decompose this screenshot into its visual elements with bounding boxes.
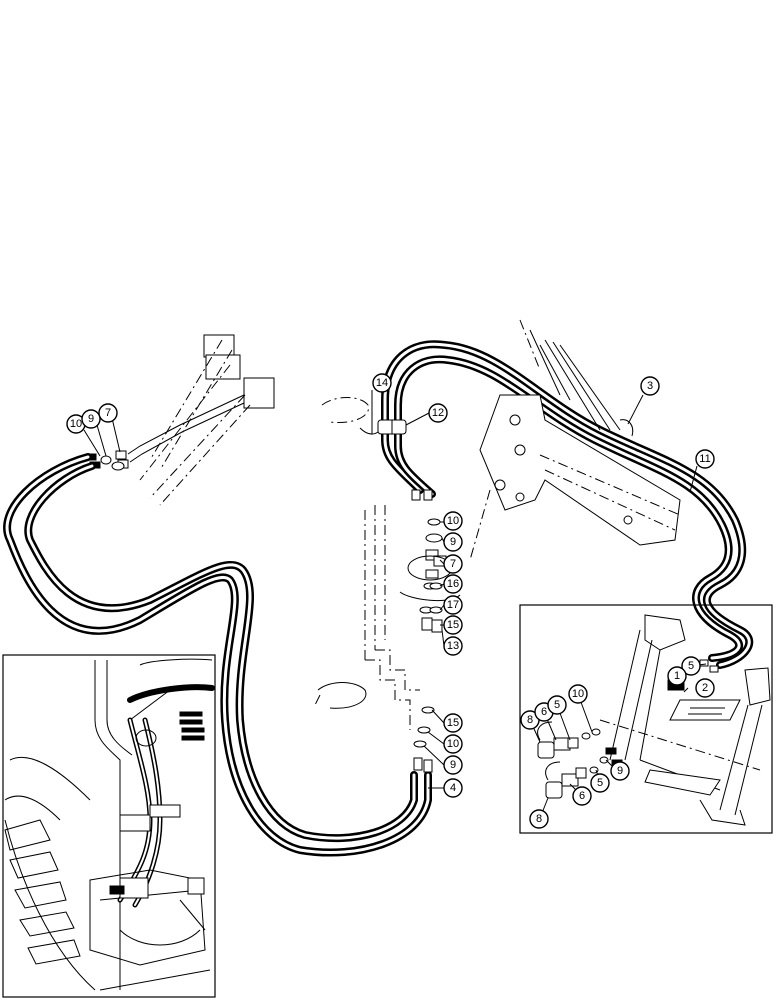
routing-reference (321, 397, 379, 435)
callout-15-lower: 15 (443, 713, 463, 733)
callout-10-left: 10 (66, 414, 86, 434)
svg-text:7: 7 (450, 558, 456, 570)
callout-9-center: 9 (443, 532, 463, 552)
svg-text:9: 9 (450, 759, 456, 771)
callout-1: 1 (667, 666, 687, 686)
svg-text:10: 10 (447, 738, 459, 750)
control-valve-assembly (127, 334, 275, 506)
svg-text:4: 4 (450, 782, 456, 794)
callout-7-left: 7 (98, 403, 118, 423)
svg-text:14: 14 (376, 377, 388, 389)
callout-10-inset: 10 (568, 684, 588, 704)
callout-14: 14 (372, 373, 392, 393)
svg-text:8: 8 (527, 714, 533, 726)
hose-11 (381, 340, 754, 669)
svg-text:5: 5 (688, 660, 694, 672)
callout-9-left: 9 (81, 409, 101, 429)
svg-text:16: 16 (447, 578, 459, 590)
callout-5-inset-top: 5 (681, 656, 701, 676)
svg-text:9: 9 (450, 536, 456, 548)
svg-text:9: 9 (88, 413, 94, 425)
svg-text:6: 6 (579, 790, 585, 802)
svg-text:11: 11 (699, 453, 710, 465)
svg-text:6: 6 (541, 706, 547, 718)
svg-text:13: 13 (447, 640, 459, 652)
callout-5-inset-lower: 5 (590, 773, 610, 793)
svg-text:17: 17 (447, 599, 459, 611)
svg-text:10: 10 (447, 515, 459, 527)
loader-arm (469, 319, 681, 561)
svg-text:10: 10 (70, 418, 82, 430)
svg-text:5: 5 (554, 699, 560, 711)
callout-8-inset-lower: 8 (529, 809, 549, 829)
callout-6-inset-lower: 6 (572, 786, 592, 806)
left-inset (2, 654, 216, 998)
callout-9-lower: 9 (443, 755, 463, 775)
callout-13: 13 (443, 636, 463, 656)
callout-9-inset: 9 (610, 761, 630, 781)
svg-text:12: 12 (432, 407, 444, 419)
svg-text:7: 7 (105, 407, 111, 419)
hose-clamp (377, 419, 407, 435)
callout-10-lower: 10 (443, 734, 463, 754)
hose-4 (3, 453, 432, 857)
callout-2: 2 (695, 678, 715, 698)
svg-text:10: 10 (572, 688, 584, 700)
callout-17: 17 (443, 595, 463, 615)
center-fittings (399, 489, 461, 773)
callout-12: 12 (428, 403, 448, 423)
svg-text:3: 3 (647, 380, 653, 392)
callout-3: 3 (640, 376, 660, 396)
svg-text:5: 5 (597, 777, 603, 789)
svg-text:15: 15 (447, 619, 459, 631)
right-inset (519, 604, 773, 834)
callout-16: 16 (443, 574, 463, 594)
callout-15-upper: 15 (443, 615, 463, 635)
tractor-frame (314, 505, 420, 730)
callout-4: 4 (443, 778, 463, 798)
svg-text:15: 15 (447, 717, 459, 729)
svg-text:2: 2 (702, 682, 708, 694)
callout-11: 11 (695, 449, 715, 469)
callout-10-center: 10 (443, 511, 463, 531)
svg-text:1: 1 (674, 670, 680, 682)
callout-7-center: 7 (443, 554, 463, 574)
svg-text:9: 9 (617, 765, 623, 777)
callout-5-inset-upper: 5 (547, 695, 567, 715)
svg-text:8: 8 (536, 813, 542, 825)
